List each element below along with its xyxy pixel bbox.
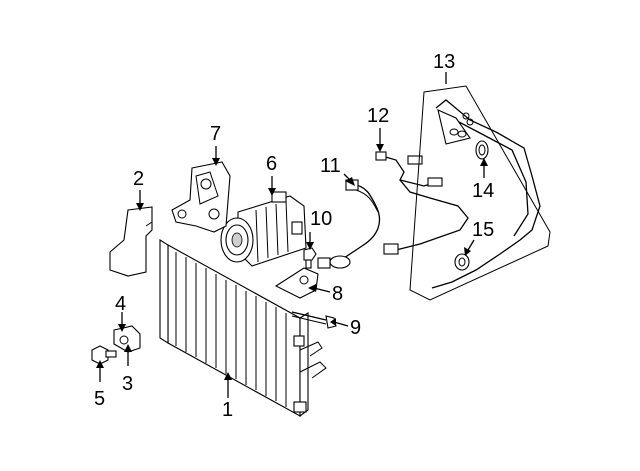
- callout-8: 8: [332, 283, 343, 305]
- callout-7: 7: [210, 123, 221, 145]
- bolt: [91, 345, 117, 365]
- callout-2: 2: [133, 168, 144, 190]
- small-bolt: [303, 247, 317, 269]
- seal: [454, 253, 470, 271]
- hose-bracket: [274, 267, 319, 299]
- callout-11: 11: [320, 155, 341, 177]
- side-seal: [109, 206, 153, 277]
- suction-hose: [317, 179, 381, 269]
- line-kit: [409, 85, 551, 301]
- callout-3: 3: [122, 373, 133, 395]
- compressor: [220, 191, 307, 267]
- callout-4: 4: [115, 293, 126, 315]
- callout-14: 14: [472, 180, 494, 202]
- condenser: [159, 239, 327, 418]
- callout-12: 12: [367, 105, 389, 127]
- o-ring: [475, 140, 489, 160]
- callout-15: 15: [472, 219, 494, 241]
- compressor-mounting-bracket: [171, 161, 231, 233]
- discharge-line: [375, 151, 469, 255]
- callout-6: 6: [266, 153, 277, 175]
- callout-1: 1: [222, 399, 233, 421]
- callout-5: 5: [94, 388, 105, 410]
- callout-9: 9: [350, 317, 361, 339]
- leader-lines: [96, 72, 488, 398]
- callout-13: 13: [433, 51, 455, 73]
- callout-10: 10: [310, 208, 332, 230]
- callout-labels: 1 2 3 4 5 6 7 8 9 10 11 12 13 14 15: [94, 51, 494, 421]
- bracket: [113, 325, 141, 353]
